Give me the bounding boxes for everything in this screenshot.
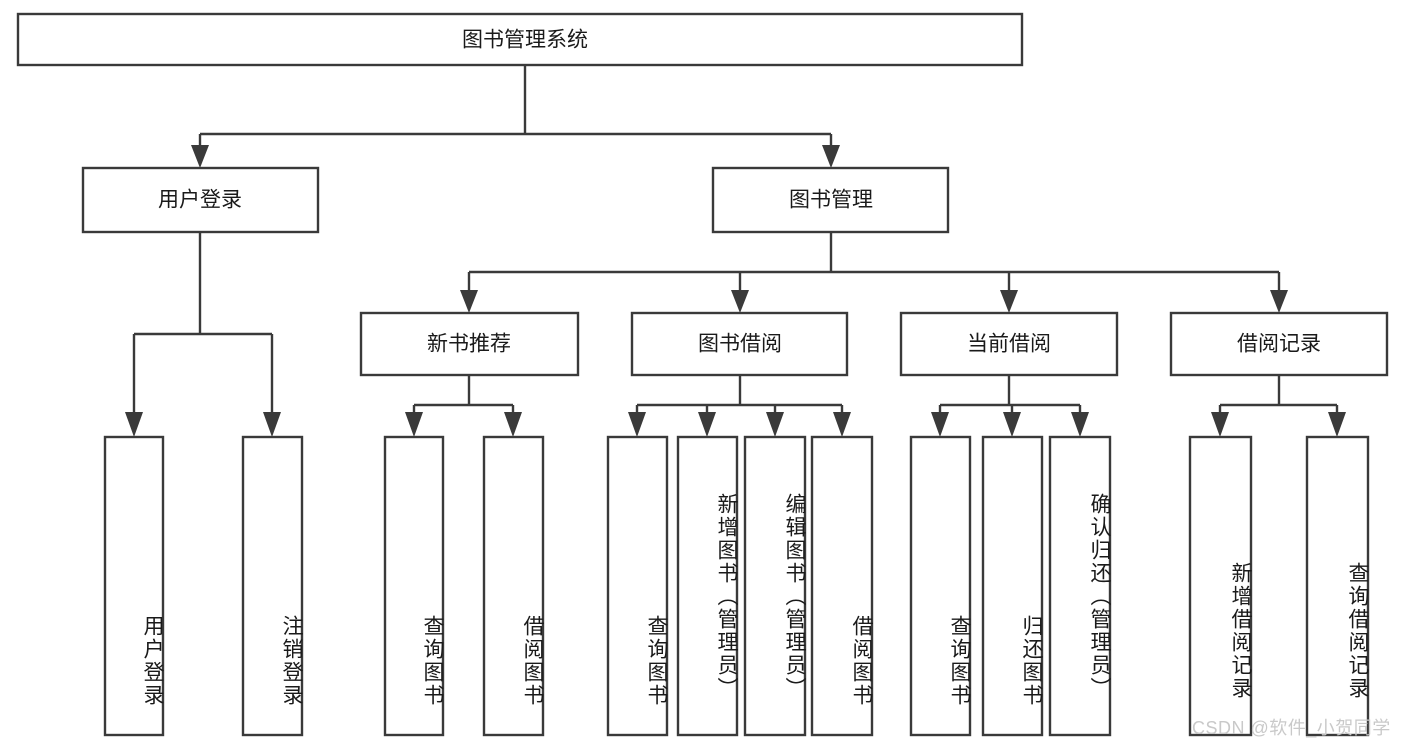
node-box-leaf-0[interactable] [103,435,165,737]
node-box-leaf-2[interactable] [383,435,445,737]
node-box-leaf-4[interactable] [606,435,669,737]
arrow-head-bookmgmt-4 [1270,290,1288,313]
connector-group-new-book [405,375,522,437]
arrow-head-userlogin-2 [263,412,281,437]
node-label-book-borrow: 图书借阅 [698,333,782,356]
arrow-head-borrowrecord-2 [1328,412,1346,437]
arrow-head-borrowbook-3 [766,412,784,437]
arrow-head-root-2 [822,145,840,168]
connector-group-user-login [125,232,281,437]
arrow-head-bookmgmt-3 [1000,290,1018,313]
csdn-watermark: CSDN @软件_小贺同学 [1192,718,1391,738]
arrow-head-bookmgmt-2 [731,290,749,313]
node-label-user-login: 用户登录 [158,189,242,212]
arrow-head-currentborrow-2 [1003,412,1021,437]
arrow-head-bookmgmt-1 [460,290,478,313]
connector-group-borrow-book [628,375,851,437]
arrow-head-currentborrow-1 [931,412,949,437]
node-box-new-book-recommend[interactable] [359,311,580,377]
connector-group-borrow-record [1211,375,1346,437]
node-box-borrow-record[interactable] [1169,311,1389,377]
node-box-leaf-11[interactable] [1188,435,1253,737]
node-label-root: 图书管理系统 [462,29,588,52]
node-box-leaf-12[interactable] [1305,435,1370,737]
arrow-head-borrowbook-1 [628,412,646,437]
node-box-book-borrow[interactable] [630,311,849,377]
node-box-root[interactable] [16,12,1024,67]
node-box-leaf-7[interactable] [810,435,874,737]
arrow-head-root-1 [191,145,209,168]
node-box-leaf-8[interactable] [909,435,972,737]
connector-group-current-borrow [931,375,1089,437]
arrow-head-borrowbook-2 [698,412,716,437]
node-box-leaf-5[interactable] [676,435,739,737]
node-box-leaf-9[interactable] [981,435,1044,737]
node-box-current-borrow[interactable] [899,311,1119,377]
node-box-leaf-3[interactable] [482,435,545,737]
connector-group-root [191,65,840,168]
node-box-user-login[interactable] [81,166,320,234]
arrow-head-userlogin-1 [125,412,143,437]
connector-group-book-mgmt [460,232,1288,313]
arrow-head-currentborrow-3 [1071,412,1089,437]
arrow-head-borrowbook-4 [833,412,851,437]
node-box-leaf-6[interactable] [743,435,807,737]
node-box-book-management[interactable] [711,166,950,234]
arrow-head-newbook-1 [405,412,423,437]
node-label-new-book-recommend: 新书推荐 [427,333,511,356]
node-label-book-management: 图书管理 [789,189,873,212]
node-box-leaf-1[interactable] [241,435,304,737]
arrow-head-newbook-2 [504,412,522,437]
arrow-head-borrowrecord-1 [1211,412,1229,437]
node-label-current-borrow: 当前借阅 [967,333,1051,356]
node-box-leaf-10[interactable] [1048,435,1112,737]
node-label-borrow-record: 借阅记录 [1237,333,1321,356]
